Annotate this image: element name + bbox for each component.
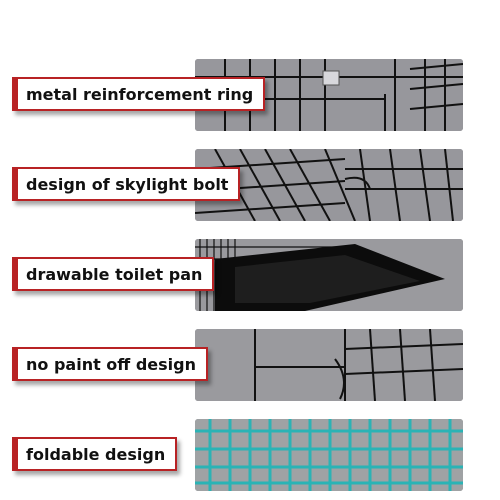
feature-row-5: foldable design <box>0 415 500 495</box>
feature-label-text: metal reinforcement ring <box>26 84 254 104</box>
wire-cage-image <box>195 419 463 491</box>
photo-no-paint-off <box>195 329 463 401</box>
feature-label: foldable design <box>12 437 178 471</box>
feature-row-2: design of skylight bolt <box>0 145 500 225</box>
feature-label-text: drawable toilet pan <box>26 264 203 284</box>
feature-label: no paint off design <box>12 347 208 381</box>
wire-cage-image <box>195 239 463 311</box>
feature-label-text: design of skylight bolt <box>26 174 229 194</box>
feature-label: design of skylight bolt <box>12 167 241 201</box>
feature-row-1: metal reinforcement ring <box>0 55 500 135</box>
feature-row-3: drawable toilet pan <box>0 235 500 315</box>
feature-label-text: no paint off design <box>26 354 196 374</box>
wire-cage-image <box>195 329 463 401</box>
feature-row-4: no paint off design <box>0 325 500 405</box>
feature-label: drawable toilet pan <box>12 257 215 291</box>
feature-label: metal reinforcement ring <box>12 77 266 111</box>
photo-toilet-pan <box>195 239 463 311</box>
photo-foldable <box>195 419 463 491</box>
feature-label-text: foldable design <box>26 444 166 464</box>
